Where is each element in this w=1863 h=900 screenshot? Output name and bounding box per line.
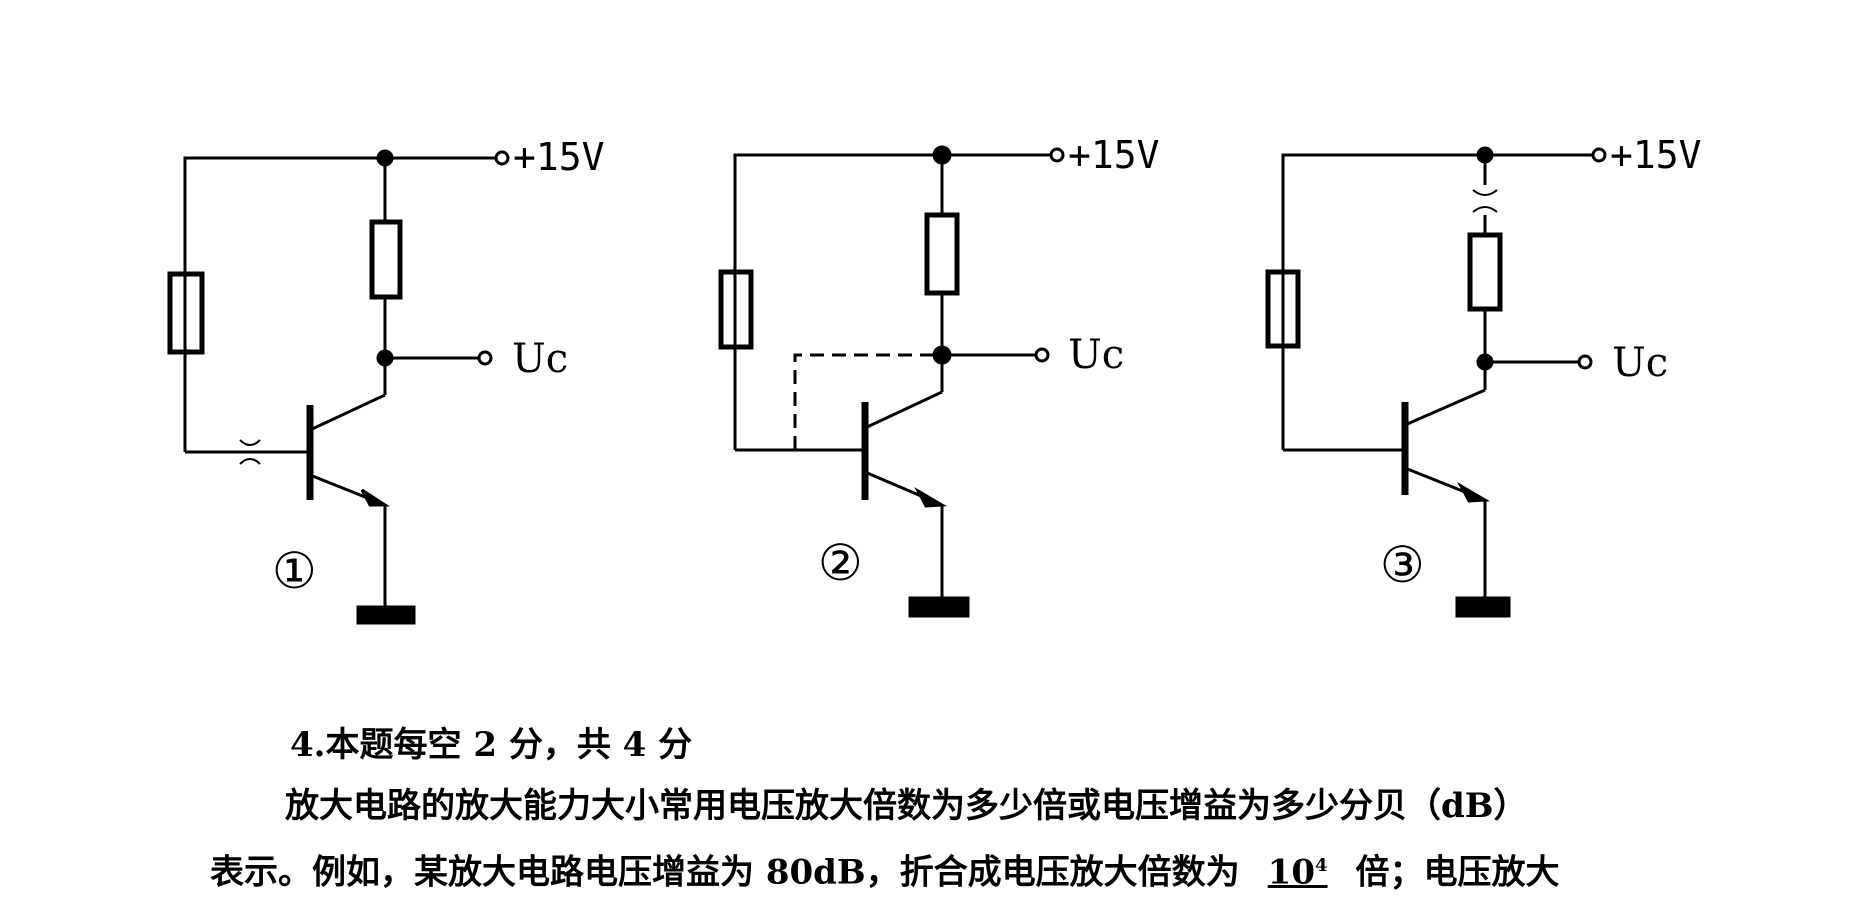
circuit-3-supply-terminal [1591,147,1607,163]
circuit-3-top-rail [1281,153,1592,450]
circuit-2-collector-resistor [924,212,960,296]
circuit-2-number: ② [818,534,863,592]
circuit-2-supply-label: +15V [1068,133,1160,177]
circuit-1-ground [356,605,416,625]
circuit-3-collector-resistor [1467,232,1503,312]
circuit-2-transistor-collector [864,390,943,430]
circuit-2-emitter-arrow [914,487,948,508]
circuit-2-output-label: Uc [1068,332,1124,378]
question-line-1: 放大电路的放大能力大小常用电压放大倍数为多少倍或电压增益为多少分贝（dB） [285,786,1528,826]
circuit-3-output-label: Uc [1612,340,1668,386]
circuit-3-transistor-collector [1404,388,1486,427]
circuit-2-supply-terminal [1049,147,1065,163]
circuit-1-top-rail [183,156,495,405]
circuit-2-output-terminal [1034,347,1050,363]
circuit-3-ground [1455,596,1511,618]
answer-exponent: 4 [1315,855,1328,876]
circuit-1-supply-terminal [494,150,510,166]
circuit-2-dashed-short [793,353,942,450]
circuit-3-number: ③ [1380,536,1425,594]
circuit-1 [167,149,510,625]
circuit-3-output-terminal [1577,354,1593,370]
circuit-3-break-mark [1472,189,1498,213]
question-line-2-suffix: 倍；电压放大 [1355,852,1560,893]
circuit-2-ground [908,596,970,618]
answer-blank: 104 [1240,843,1356,895]
circuit-1-output-terminal [477,350,493,366]
circuit-3 [1265,146,1607,618]
circuit-1-transistor-collector [309,393,386,432]
question-line-2-prefix: 表示。例如，某放大电路电压增益为 80dB，折合成电压放大倍数为 [210,852,1240,893]
circuit-1-break-mark [239,439,261,465]
circuit-1-output-label: Uc [512,336,568,382]
question-heading: 4.本题每空 2 分，共 4 分 [290,725,693,765]
circuit-1-number: ① [272,542,317,600]
circuit-3-emitter-arrow [1457,482,1491,503]
circuit-1-emitter-arrow [360,488,391,507]
circuit-2-top-rail [733,153,1050,450]
circuit-3-supply-label: +15V [1610,133,1702,177]
circuit-2 [718,145,1065,618]
circuit-1-supply-label: +15V [513,135,605,179]
answer-base: 10 [1267,852,1315,893]
circuit-1-collector-resistor [369,219,403,300]
